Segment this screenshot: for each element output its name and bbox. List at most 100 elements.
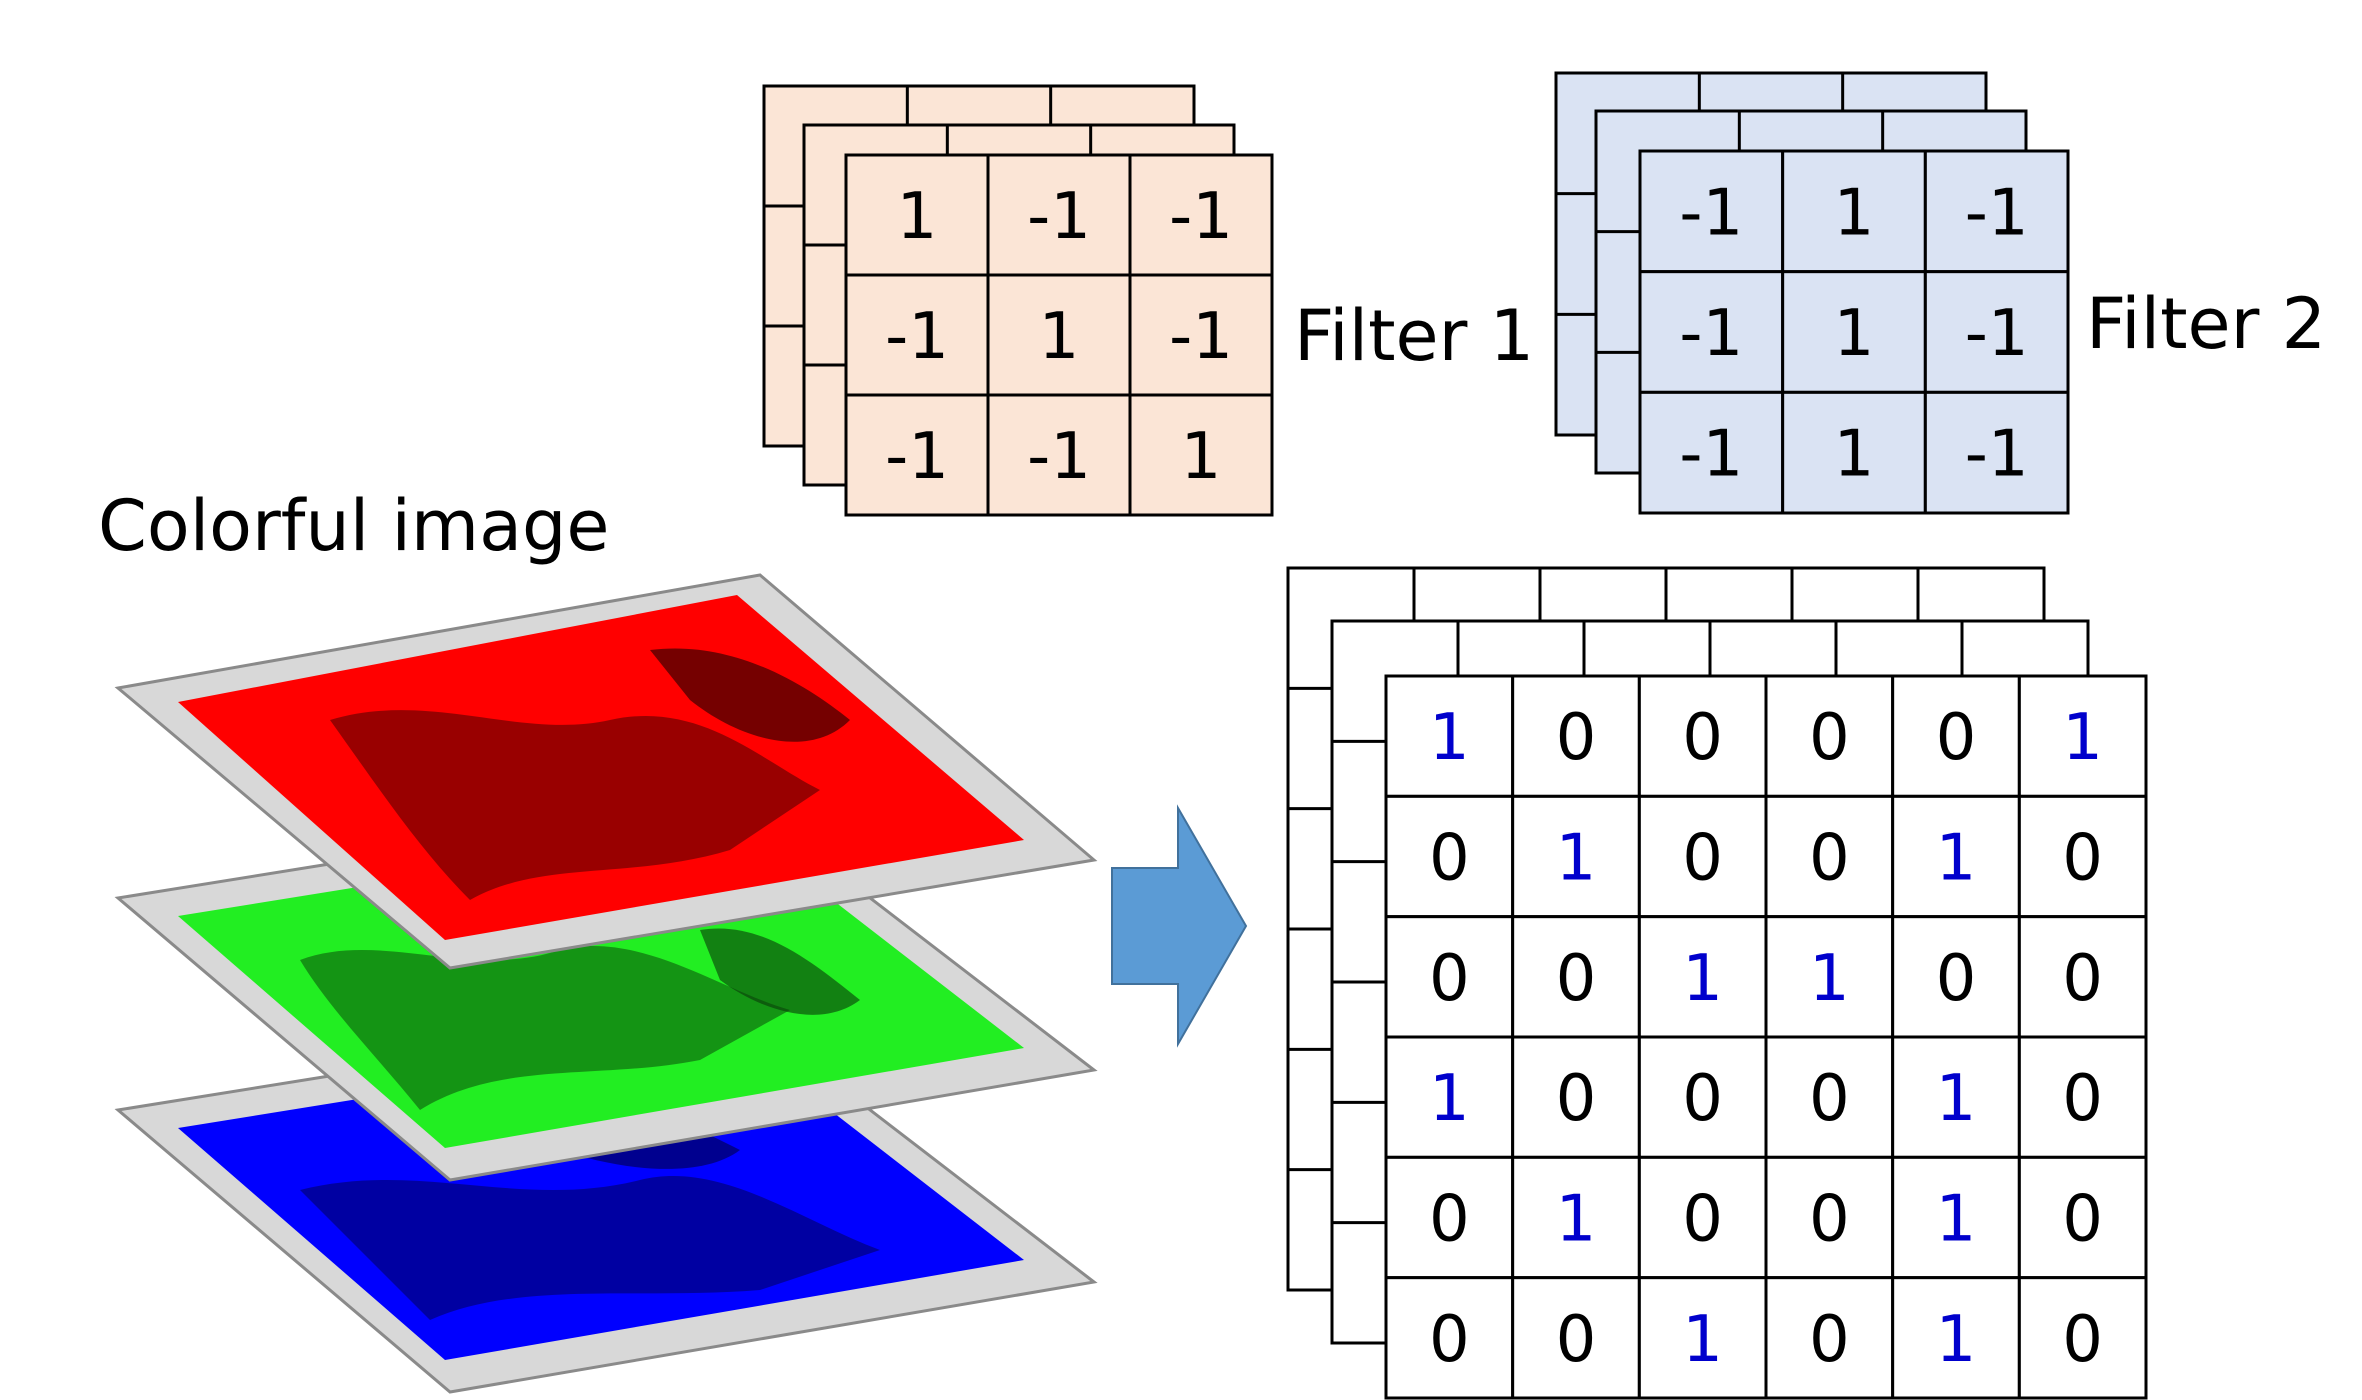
filter1-value: -1 bbox=[1169, 180, 1233, 254]
input-cell bbox=[1384, 1035, 1515, 1159]
input-value: 0 bbox=[1809, 701, 1850, 775]
input-value: 0 bbox=[1809, 1303, 1850, 1377]
filter1-value: 1 bbox=[1039, 300, 1080, 374]
filter2-cell bbox=[1923, 149, 2070, 274]
input-value: 0 bbox=[1556, 701, 1597, 775]
input-cell bbox=[1511, 1276, 1641, 1400]
red-channel-shading bbox=[330, 710, 820, 900]
input-cell bbox=[1891, 915, 2021, 1039]
input-value: 1 bbox=[1556, 822, 1597, 896]
filter1-value: -1 bbox=[885, 300, 949, 374]
input-value: 0 bbox=[2062, 1062, 2103, 1136]
filter2-value: -1 bbox=[1965, 418, 2029, 492]
filter1-value: 1 bbox=[1181, 420, 1222, 494]
filter2-value: -1 bbox=[1679, 176, 1743, 250]
input-cell bbox=[1511, 674, 1641, 798]
input-value: 0 bbox=[1429, 822, 1470, 896]
input-value: 0 bbox=[1936, 701, 1977, 775]
filter2-cell bbox=[1638, 149, 1785, 274]
input-value: 0 bbox=[1809, 1183, 1850, 1257]
input-value: 1 bbox=[1936, 1062, 1977, 1136]
input-value: 0 bbox=[1556, 1303, 1597, 1377]
input-value: 0 bbox=[1809, 822, 1850, 896]
filter2-label: Filter 2 bbox=[2086, 283, 2326, 365]
filter2-cell bbox=[1923, 270, 2070, 394]
filter1-cell bbox=[844, 273, 990, 397]
filter1-cell bbox=[844, 393, 990, 517]
filter2-value: -1 bbox=[1679, 418, 1743, 492]
input-cell bbox=[2017, 915, 2148, 1039]
input-cell bbox=[1637, 1155, 1768, 1280]
filter2-cell bbox=[1923, 390, 2070, 515]
input-cell bbox=[1384, 1276, 1515, 1400]
input-cell bbox=[2017, 1276, 2148, 1400]
input-value: 0 bbox=[1682, 1183, 1723, 1257]
input-value: 1 bbox=[1936, 822, 1977, 896]
filter2-value: 1 bbox=[1834, 418, 1875, 492]
filter2-cell bbox=[1781, 149, 1927, 274]
input-value: 1 bbox=[1936, 1303, 1977, 1377]
input-value: 0 bbox=[1682, 701, 1723, 775]
input-value: 0 bbox=[2062, 1183, 2103, 1257]
input-value: 0 bbox=[1682, 822, 1723, 896]
input-cell bbox=[1637, 1276, 1768, 1400]
input-cell bbox=[1384, 915, 1515, 1039]
filter2-stack: -1 1 -1 -1 1 -1 -1 1 -1 Filter 2 bbox=[1554, 71, 2326, 515]
red-channel-window bbox=[114, 573, 1098, 970]
filter2-cell bbox=[1781, 390, 1927, 515]
input-cell bbox=[1891, 674, 2021, 798]
input-value: 1 bbox=[1682, 942, 1723, 1016]
input-value: 0 bbox=[1556, 942, 1597, 1016]
blue-channel-shading bbox=[300, 1176, 880, 1320]
input-value: 0 bbox=[1429, 1183, 1470, 1257]
input-value: 0 bbox=[1809, 1062, 1850, 1136]
red-channel-shading-2 bbox=[650, 648, 850, 742]
right-arrow bbox=[1111, 804, 1248, 1048]
filter2-value: -1 bbox=[1965, 297, 2029, 371]
input-cell bbox=[1384, 794, 1515, 919]
filter2-value: -1 bbox=[1679, 297, 1743, 371]
input-value: 1 bbox=[1429, 701, 1470, 775]
filter1-label: Filter 1 bbox=[1294, 295, 1534, 377]
green-channel-shading bbox=[300, 945, 790, 1110]
filter1-cell bbox=[1128, 393, 1274, 517]
filter2-value: 1 bbox=[1834, 176, 1875, 250]
green-channel-shading-2 bbox=[700, 928, 860, 1015]
input-value: 0 bbox=[1936, 942, 1977, 1016]
input-cell bbox=[1637, 674, 1768, 798]
input-cell bbox=[2017, 674, 2148, 798]
filter2-cell bbox=[1781, 270, 1927, 394]
input-value: 1 bbox=[1936, 1183, 1977, 1257]
input-cell bbox=[2017, 1155, 2148, 1280]
filter1-cell bbox=[986, 273, 1132, 397]
input-value: 1 bbox=[1429, 1062, 1470, 1136]
input-cell bbox=[1764, 915, 1895, 1039]
image-channel-stack bbox=[114, 573, 1098, 1394]
filter2-value: -1 bbox=[1965, 176, 2029, 250]
input-value: 0 bbox=[1556, 1062, 1597, 1136]
filter1-value: -1 bbox=[1027, 420, 1091, 494]
input-value: 1 bbox=[2062, 701, 2103, 775]
input-cell bbox=[1637, 794, 1768, 919]
input-value: 0 bbox=[2062, 822, 2103, 896]
filter2-value: 1 bbox=[1834, 297, 1875, 371]
input-value: 0 bbox=[1429, 942, 1470, 1016]
filter1-value: -1 bbox=[1169, 300, 1233, 374]
input-cell bbox=[1891, 1276, 2021, 1400]
input-cell bbox=[1511, 915, 1641, 1039]
image-label: Colorful image bbox=[98, 485, 610, 567]
input-value: 1 bbox=[1809, 942, 1850, 1016]
input-value: 0 bbox=[1429, 1303, 1470, 1377]
input-cell bbox=[2017, 1035, 2148, 1159]
input-value: 0 bbox=[2062, 1303, 2103, 1377]
filter1-cell bbox=[1128, 273, 1274, 397]
filter1-cell bbox=[1128, 153, 1274, 277]
filter2-cell bbox=[1638, 390, 1785, 515]
filter1-value: -1 bbox=[1027, 180, 1091, 254]
filter1-value: 1 bbox=[897, 180, 938, 254]
